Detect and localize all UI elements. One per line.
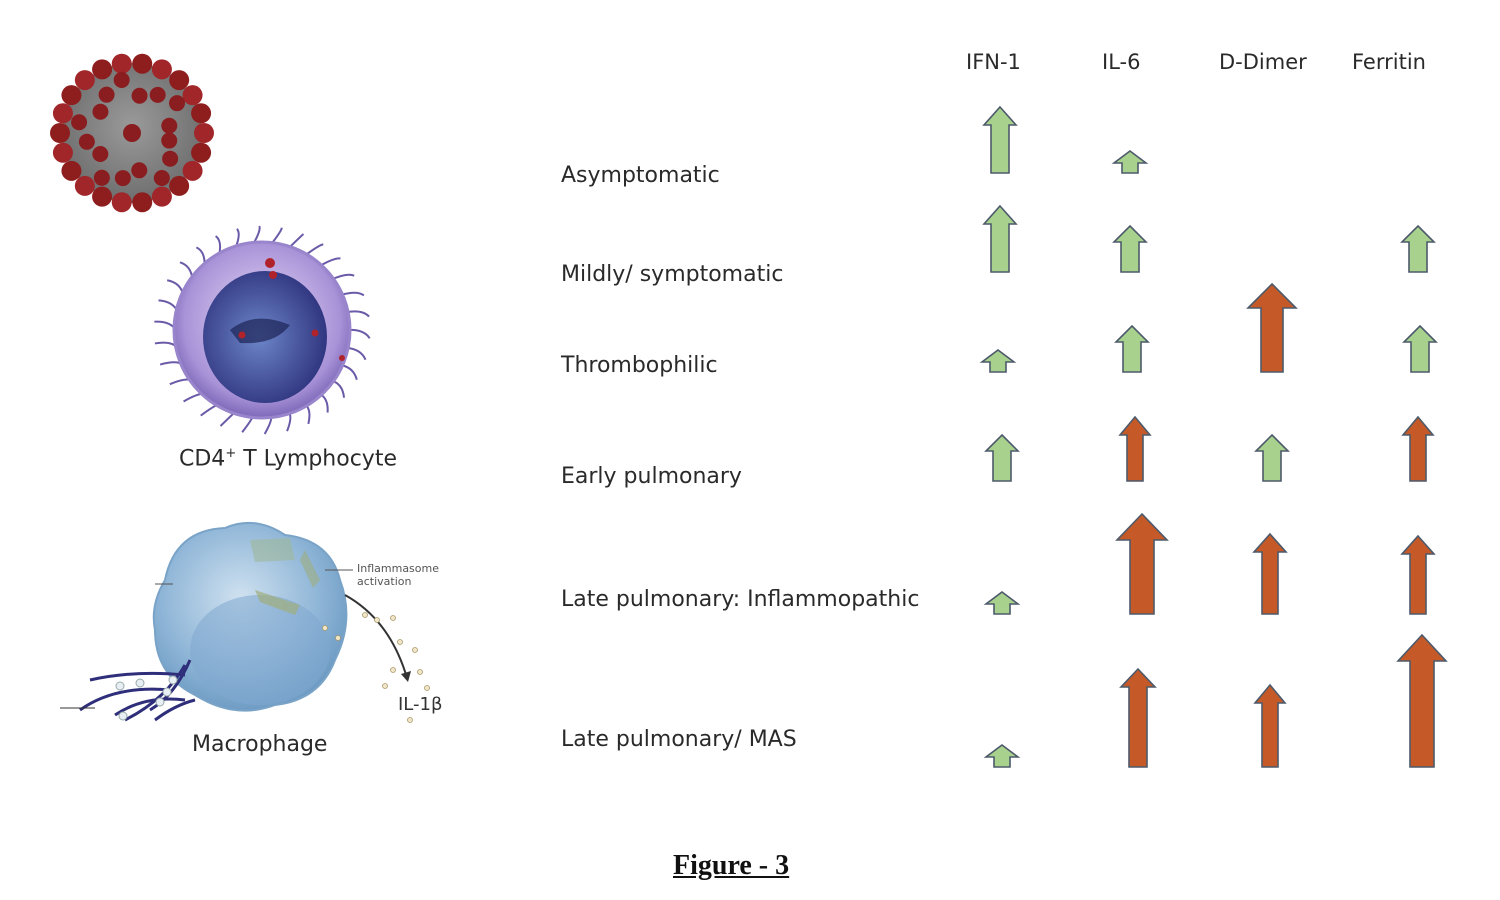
arrow-up-green-ifn1-row2 — [982, 204, 1018, 273]
stage-label-late-pulmonary-mas: Late pulmonary/ MAS — [561, 727, 797, 752]
arrow-up-green-ferritin-row2 — [1400, 224, 1436, 273]
arrow-shape — [1396, 633, 1448, 768]
inflammasome-annotation-line1: Inflammasome — [357, 562, 440, 575]
arrow-up-orange-il6-row5 — [1115, 512, 1169, 615]
figure-caption: Figure - 3 — [673, 850, 790, 881]
arrow-up-orange-il6-row6 — [1119, 667, 1157, 768]
stage-label-mildly-symptomatic: Mildly/ symptomatic — [561, 262, 784, 287]
arrow-shape — [1246, 282, 1298, 373]
arrow-shape — [984, 433, 1020, 482]
column-header-ferritin: Ferritin — [1352, 50, 1426, 74]
arrow-shape — [1252, 532, 1288, 615]
arrow-shape — [982, 204, 1018, 273]
stage-label-thrombophilic: Thrombophilic — [561, 353, 718, 378]
inflammasome-annotation-line2: activation — [357, 575, 412, 588]
arrow-up-green-il6-row1 — [1111, 150, 1149, 174]
arrow-shape — [1400, 224, 1436, 273]
coronavirus-icon — [50, 53, 214, 213]
arrow-up-orange-ferritin-row4 — [1401, 415, 1435, 482]
stage-label-late-pulmonary-inflammopathic: Late pulmonary: Inflammopathic — [561, 587, 920, 612]
il1b-label: IL-1β — [398, 694, 443, 715]
arrow-shape — [1111, 150, 1149, 174]
arrow-shape — [979, 349, 1017, 373]
arrow-up-orange-ddimer-row5 — [1252, 532, 1288, 615]
stage-label-asymptomatic: Asymptomatic — [561, 163, 720, 188]
lymphocyte-caption-sup: + — [225, 446, 237, 461]
arrow-up-green-ferritin-row3 — [1402, 324, 1438, 373]
arrow-up-orange-ddimer-row3 — [1246, 282, 1298, 373]
arrow-shape — [1119, 667, 1157, 768]
macrophage-caption: Macrophage — [192, 732, 328, 757]
arrow-up-orange-ferritin-row5 — [1400, 534, 1436, 615]
arrow-shape — [1115, 512, 1169, 615]
arrow-shape — [1401, 415, 1435, 482]
arrow-up-green-il6-row3 — [1114, 324, 1150, 373]
lymphocyte-caption: CD4+ T Lymphocyte — [179, 446, 397, 471]
arrow-shape — [983, 591, 1021, 615]
arrow-shape — [1118, 415, 1152, 482]
arrow-shape — [1253, 683, 1287, 768]
coronavirus-illustration — [40, 45, 225, 220]
lymphocyte-caption-main: CD4 — [179, 446, 226, 472]
arrow-shape — [1114, 324, 1150, 373]
arrow-up-orange-ddimer-row6 — [1253, 683, 1287, 768]
arrow-shape — [1402, 324, 1438, 373]
arrow-up-green-ifn1-row6 — [983, 744, 1021, 768]
arrow-up-green-ifn1-row4 — [984, 433, 1020, 482]
column-header-ifn1: IFN-1 — [966, 50, 1021, 74]
arrow-shape — [1254, 433, 1290, 482]
arrow-up-orange-ferritin-row6 — [1396, 633, 1448, 768]
arrow-up-green-ifn1-row3 — [979, 349, 1017, 373]
stage-label-early-pulmonary: Early pulmonary — [561, 464, 742, 489]
arrow-up-green-ifn1-row1 — [982, 105, 1018, 174]
arrow-shape — [982, 105, 1018, 174]
macrophage-icon — [60, 521, 430, 723]
arrow-up-orange-il6-row4 — [1118, 415, 1152, 482]
arrow-shape — [1400, 534, 1436, 615]
lymphocyte-illustration — [140, 225, 380, 440]
arrow-up-green-il6-row2 — [1112, 224, 1148, 273]
arrow-shape — [983, 744, 1021, 768]
lymphocyte-icon — [154, 225, 371, 435]
lymphocyte-caption-rest: T Lymphocyte — [236, 446, 397, 472]
macrophage-illustration — [55, 510, 455, 730]
arrow-up-green-ifn1-row5 — [983, 591, 1021, 615]
inflammasome-annotation: Inflammasome activation — [357, 562, 439, 588]
arrow-shape — [1112, 224, 1148, 273]
arrow-up-green-ddimer-row4 — [1254, 433, 1290, 482]
column-header-ddimer: D-Dimer — [1219, 50, 1307, 74]
column-header-il6: IL-6 — [1102, 50, 1141, 74]
